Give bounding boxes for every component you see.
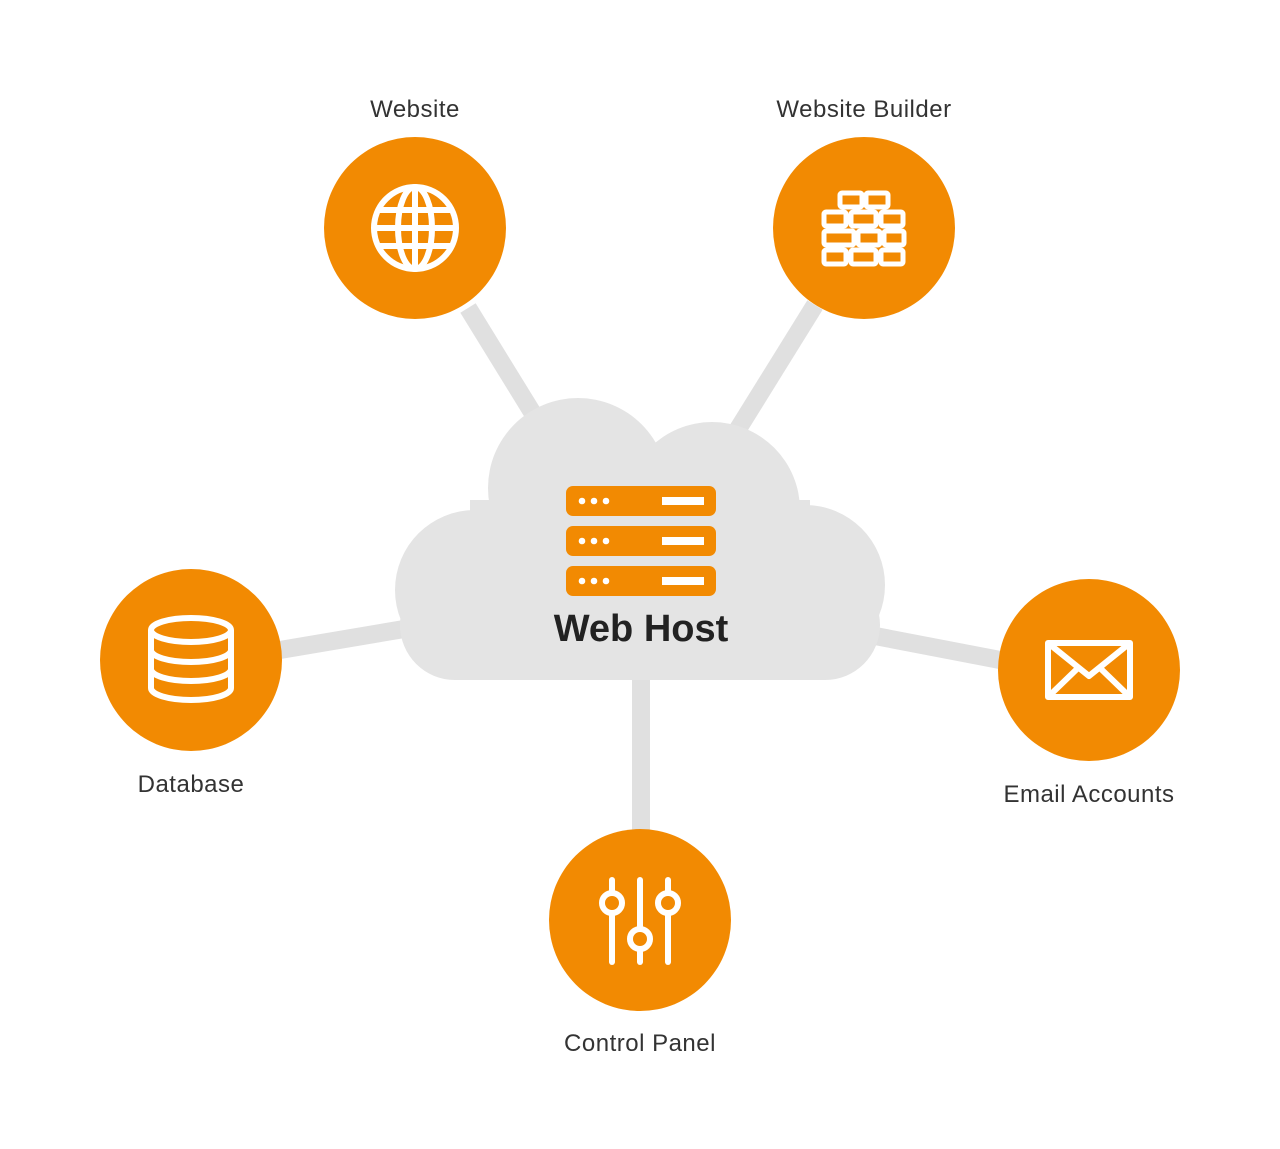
node-label-database: Database	[137, 771, 245, 798]
node-database	[100, 569, 282, 751]
connector-email-accounts	[868, 626, 1002, 669]
node-circle	[998, 579, 1180, 761]
globe-icon	[371, 184, 459, 272]
server-unit	[566, 486, 716, 516]
server-unit	[566, 526, 716, 556]
node-email-accounts	[998, 579, 1180, 761]
node-control-panel	[549, 829, 731, 1011]
center-label: Web Host	[553, 608, 729, 650]
connector-website-builder	[717, 300, 823, 455]
sliders-icon	[599, 877, 681, 965]
node-website	[324, 137, 506, 319]
connector-website	[460, 303, 548, 430]
node-label-control-panel: Control Panel	[564, 1030, 716, 1057]
node-website-builder	[773, 137, 955, 319]
database-icon	[148, 615, 234, 703]
brick-wall-icon	[821, 190, 907, 267]
node-label-website: Website	[370, 96, 460, 123]
server-unit	[566, 566, 716, 596]
server-icon	[566, 486, 716, 596]
connectors	[278, 300, 1002, 835]
node-label-email-accounts: Email Accounts	[1003, 781, 1175, 808]
connector-database	[278, 619, 412, 659]
envelope-icon	[1045, 640, 1133, 700]
node-label-website-builder: Website Builder	[776, 96, 952, 123]
